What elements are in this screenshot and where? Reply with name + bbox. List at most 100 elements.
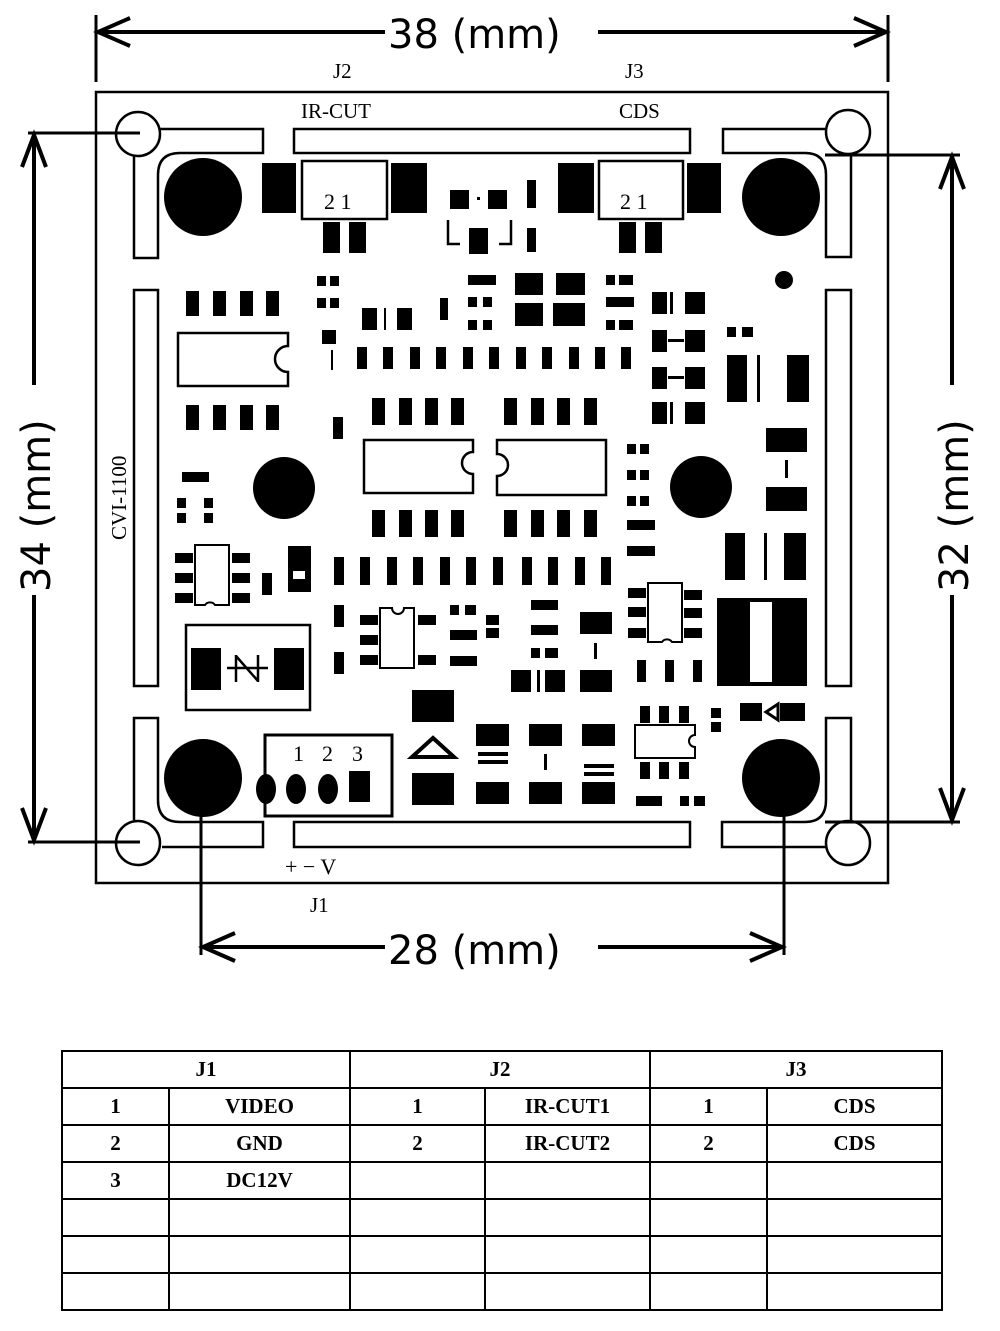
cell: 2	[349, 1124, 486, 1163]
cell	[61, 1272, 170, 1311]
dimension-width-bottom	[198, 780, 787, 963]
mounting-pads	[164, 158, 820, 817]
varistor	[184, 623, 312, 712]
transistor-top-center	[446, 180, 536, 254]
smd-bottom-area	[406, 690, 805, 806]
pad-large-top-left	[164, 158, 242, 236]
cell: 2	[649, 1124, 768, 1163]
header-j3: J3	[649, 1050, 943, 1089]
cell	[766, 1272, 943, 1311]
edge-slots	[132, 127, 853, 849]
corner-outline-top-left	[132, 127, 265, 260]
pinout-header-row: J1 J2 J3	[61, 1050, 943, 1089]
smd-resistor-row-upper	[357, 347, 631, 369]
cell	[484, 1161, 651, 1200]
table-row	[61, 1198, 943, 1237]
cell: CDS	[766, 1087, 943, 1126]
dimension-height-left	[20, 129, 140, 846]
ir-cut-label: IR-CUT	[301, 99, 371, 123]
cell: 1	[649, 1087, 768, 1126]
pcb-dimension-drawing: 38 (mm) 34 (mm) 32 (mm) 28 (mm)	[14, 12, 978, 974]
board-outline	[94, 90, 890, 885]
cell	[168, 1272, 351, 1311]
corner-hole-bottom-right	[824, 819, 872, 867]
dimension-width-top	[93, 15, 891, 82]
smd-resistor-row-lower	[334, 557, 611, 585]
cell: 1	[349, 1087, 486, 1126]
smd-lower-middle	[334, 582, 702, 692]
pad-mid-left	[253, 457, 315, 519]
corner-outlines	[132, 127, 853, 849]
pinout-table: J1 J2 J3 1 VIDEO 1 IR-CUT1 1 CDS 2 GND 2…	[61, 1050, 943, 1311]
smd-small-upper-middle	[317, 275, 753, 439]
cell	[649, 1198, 768, 1237]
cell: DC12V	[168, 1161, 351, 1200]
corner-hole-top-left	[114, 110, 162, 158]
smd-left-middle	[175, 472, 311, 606]
j1-pin-1-label: 1	[293, 741, 304, 766]
corner-outline-top-right	[721, 127, 853, 259]
ic-left-upper	[176, 291, 290, 430]
table-row: 3 DC12V	[61, 1161, 943, 1200]
cell	[349, 1235, 486, 1274]
pad-large-top-right	[742, 158, 820, 236]
cds-label: CDS	[619, 99, 660, 123]
cell	[349, 1161, 486, 1200]
cell: IR-CUT2	[484, 1124, 651, 1163]
cell	[484, 1235, 651, 1274]
connector-j2: 2 1	[262, 159, 427, 253]
cell	[766, 1235, 943, 1274]
slot-bottom	[292, 820, 692, 849]
cell: VIDEO	[168, 1087, 351, 1126]
dimension-height-right-label: 32 (mm)	[932, 419, 978, 592]
dimension-width-top-label: 38 (mm)	[388, 12, 561, 58]
table-row: 2 GND 2 IR-CUT2 2 CDS	[61, 1124, 943, 1163]
table-row	[61, 1235, 943, 1274]
dimension-height-left-label: 34 (mm)	[14, 419, 60, 592]
j1-label: J1	[310, 893, 329, 917]
cell	[168, 1198, 351, 1237]
j3-label: J3	[625, 59, 644, 83]
j1-pin-2-label: 2	[322, 741, 333, 766]
connector-j3: 2 1	[558, 159, 721, 253]
slot-right	[824, 288, 853, 688]
table-row	[61, 1272, 943, 1311]
j3-pin-numbers: 2 1	[620, 189, 648, 214]
header-j1: J1	[61, 1050, 351, 1089]
model-label: CVI-1100	[107, 456, 131, 540]
cell	[649, 1161, 768, 1200]
fiducial-dot	[775, 271, 793, 289]
smd-right-side	[627, 355, 809, 686]
cell	[484, 1198, 651, 1237]
cell: CDS	[766, 1124, 943, 1163]
cell: 2	[61, 1124, 170, 1163]
j2-pin-numbers: 2 1	[324, 189, 352, 214]
slot-top	[292, 127, 692, 155]
pad-large-bottom-right	[742, 739, 820, 817]
pad-large-bottom-left	[164, 739, 242, 817]
corner-hole-top-right	[824, 108, 872, 156]
dimension-width-bottom-label: 28 (mm)	[388, 928, 561, 974]
cell: 3	[61, 1161, 170, 1200]
j1-pin-3-label: 3	[352, 741, 363, 766]
corner-outline-bottom-left	[132, 716, 265, 849]
cell: 1	[61, 1087, 170, 1126]
component-crystal	[515, 273, 585, 326]
corner-outline-bottom-right	[720, 716, 853, 849]
cell	[766, 1198, 943, 1237]
ic-center-pair	[362, 398, 608, 537]
table-row: 1 VIDEO 1 IR-CUT1 1 CDS	[61, 1087, 943, 1126]
cell: IR-CUT1	[484, 1087, 651, 1126]
cell: GND	[168, 1124, 351, 1163]
j1-polarity-label: + − V	[285, 854, 336, 879]
cell	[61, 1198, 170, 1237]
cell	[649, 1272, 768, 1311]
connector-j1: 1 2 3	[256, 733, 394, 818]
corner-holes	[114, 108, 872, 867]
slot-left	[132, 288, 160, 688]
j2-label: J2	[333, 59, 352, 83]
header-j2: J2	[349, 1050, 651, 1089]
cell	[649, 1235, 768, 1274]
pad-mid-right	[670, 456, 732, 518]
corner-hole-bottom-left	[114, 819, 162, 867]
